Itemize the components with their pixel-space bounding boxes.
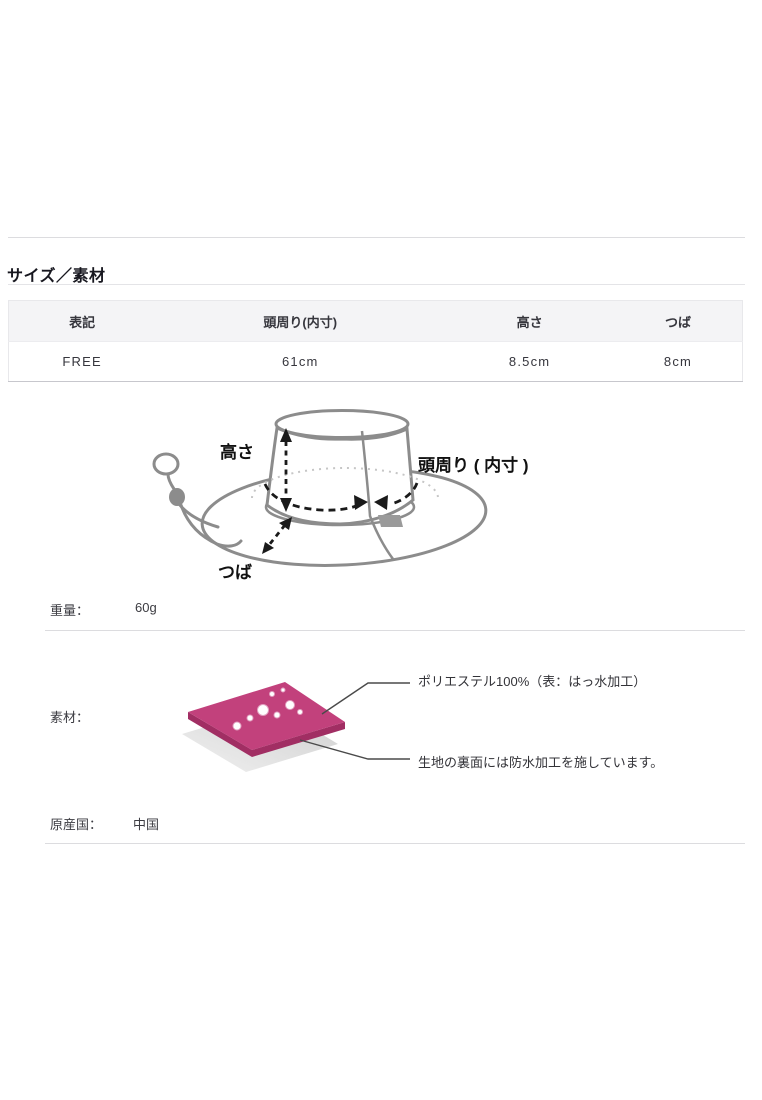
- brim-arrow: [262, 517, 292, 554]
- hat-label-brim: つば: [218, 563, 252, 582]
- callout-line-back: [299, 739, 410, 760]
- divider: [45, 630, 745, 631]
- section-title: サイズ／素材: [7, 268, 106, 286]
- divider: [8, 237, 745, 238]
- origin-value: 中国: [133, 817, 160, 832]
- hat-label-height: 高さ: [220, 443, 254, 462]
- origin-label: 原産国：: [50, 817, 103, 832]
- hat-label-circumference: 頭周り ( 内寸 ): [418, 456, 529, 475]
- size-table-row: FREE 61cm 8.5cm 8cm: [8, 341, 743, 382]
- weight-value: 60g: [135, 600, 157, 615]
- size-table: 表記 頭周り(内寸) 高さ つば FREE 61cm 8.5cm 8cm: [8, 300, 743, 382]
- material-note-front: ポリエステル100%（表：はっ水加工）: [418, 674, 647, 689]
- height-arrow: [280, 428, 292, 512]
- weight-label: 重量：: [50, 603, 90, 618]
- material-label: 素材：: [50, 710, 90, 725]
- chin-strap: [152, 452, 243, 548]
- size-table-header-height: 高さ: [445, 300, 615, 342]
- fabric-front: [188, 682, 345, 750]
- callout-line-front: [321, 682, 410, 715]
- size-value-circumference: 61cm: [155, 341, 446, 382]
- divider: [8, 284, 745, 285]
- hat-tag: [378, 515, 403, 527]
- size-value-height: 8.5cm: [445, 341, 615, 382]
- water-droplets: [232, 687, 303, 731]
- size-table-header-brim: つば: [614, 300, 743, 342]
- material-note-back: 生地の裏面には防水加工を施しています。: [418, 755, 664, 770]
- divider: [45, 843, 745, 844]
- size-value-notation: FREE: [8, 341, 156, 382]
- cord-lock: [169, 488, 185, 506]
- size-table-header-circumference: 頭周り(内寸): [155, 300, 446, 342]
- hat-measurement-illustration: [152, 409, 488, 568]
- size-table-header-row: 表記 頭周り(内寸) 高さ つば: [8, 300, 743, 342]
- circumference-arrow: [263, 482, 419, 512]
- size-table-header-notation: 表記: [8, 300, 156, 342]
- fabric-swatch-illustration: [182, 682, 410, 772]
- size-value-brim: 8cm: [614, 341, 743, 382]
